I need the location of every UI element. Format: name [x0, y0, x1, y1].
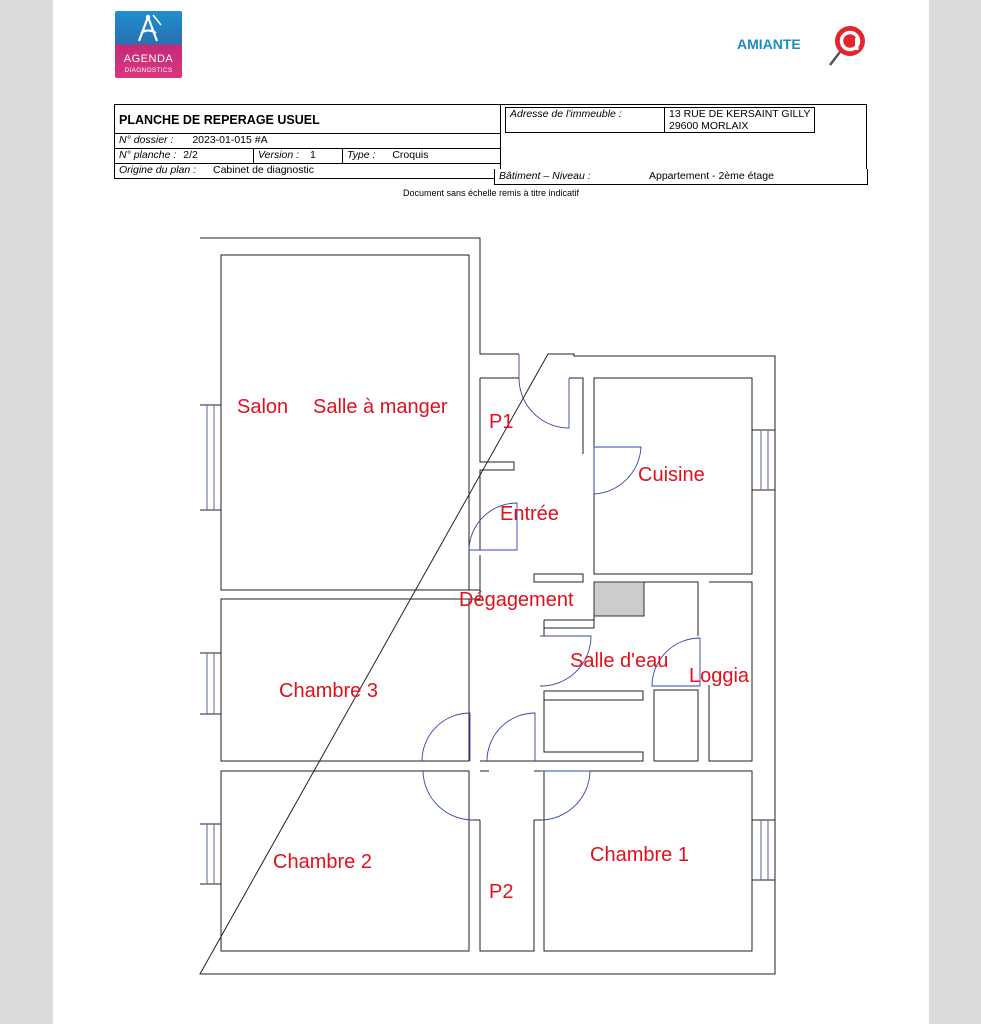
- compass-icon: [137, 14, 162, 42]
- room-label-salle-deau: Salle d'eau: [570, 650, 668, 672]
- planche-value: 2/2: [183, 149, 198, 161]
- technical-shaft: [593, 581, 645, 617]
- batiment-value: Appartement - 2ème étage: [649, 170, 774, 182]
- room-label-chambre3: Chambre 3: [279, 680, 378, 702]
- room-label-p2: P2: [489, 881, 513, 903]
- agenda-diagnostics-logo: AGENDA DIAGNOSTICS: [115, 11, 182, 78]
- adresse-line2: 29600 MORLAIX: [669, 120, 749, 132]
- origine-value: Cabinet de diagnostic: [212, 164, 314, 176]
- room-label-chambre1: Chambre 1: [590, 844, 689, 866]
- scale-note: Document sans échelle remis à titre indi…: [402, 188, 580, 198]
- room-label-cuisine: Cuisine: [638, 464, 705, 486]
- room-label-entree: Entrée: [500, 503, 559, 525]
- room-label-salle-a-manger: Salle à manger: [313, 396, 448, 418]
- dossier-value: 2023-01-015 #A: [192, 134, 268, 146]
- origine-label: Origine du plan :: [119, 164, 197, 176]
- floor-plan: Salon Salle à manger P1 Cuisine Entrée D…: [199, 237, 776, 975]
- room-label-p1: P1: [489, 411, 513, 433]
- version-value: 1: [309, 149, 316, 161]
- adresse-label: Adresse de l'immeuble :: [505, 107, 665, 133]
- adresse-line1: 13 RUE DE KERSAINT GILLY: [669, 108, 811, 120]
- planche-label: N° planche :: [119, 149, 177, 161]
- address-cell: Adresse de l'immeuble : 13 RUE DE KERSAI…: [500, 104, 867, 179]
- diagnostic-type: AMIANTE: [737, 36, 801, 52]
- room-label-loggia: Loggia: [689, 665, 750, 687]
- batiment-cell: Bâtiment – Niveau : Appartement - 2ème ét…: [494, 169, 868, 185]
- document-page: AGENDA DIAGNOSTICS AMIANTE PLANCHE DE RE…: [53, 0, 929, 1024]
- logo-line2: DIAGNOSTICS: [124, 67, 173, 74]
- planche-info-table: PLANCHE DE REPERAGE USUEL Adresse de l'i…: [114, 104, 867, 179]
- type-value: Croquis: [392, 149, 429, 161]
- room-label-chambre2: Chambre 2: [273, 851, 372, 873]
- dossier-label: N° dossier :: [119, 134, 174, 146]
- type-label: Type :: [347, 149, 376, 161]
- plan-windows: [206, 405, 769, 884]
- plan-doors: [421, 354, 701, 821]
- room-label-degagement: Dégagement: [459, 589, 574, 611]
- batiment-label: Bâtiment – Niveau :: [499, 170, 591, 182]
- amiante-pin-icon: [829, 26, 865, 66]
- logo-line1: AGENDA: [123, 53, 174, 65]
- room-label-salon: Salon: [237, 396, 288, 418]
- version-label: Version :: [258, 149, 300, 161]
